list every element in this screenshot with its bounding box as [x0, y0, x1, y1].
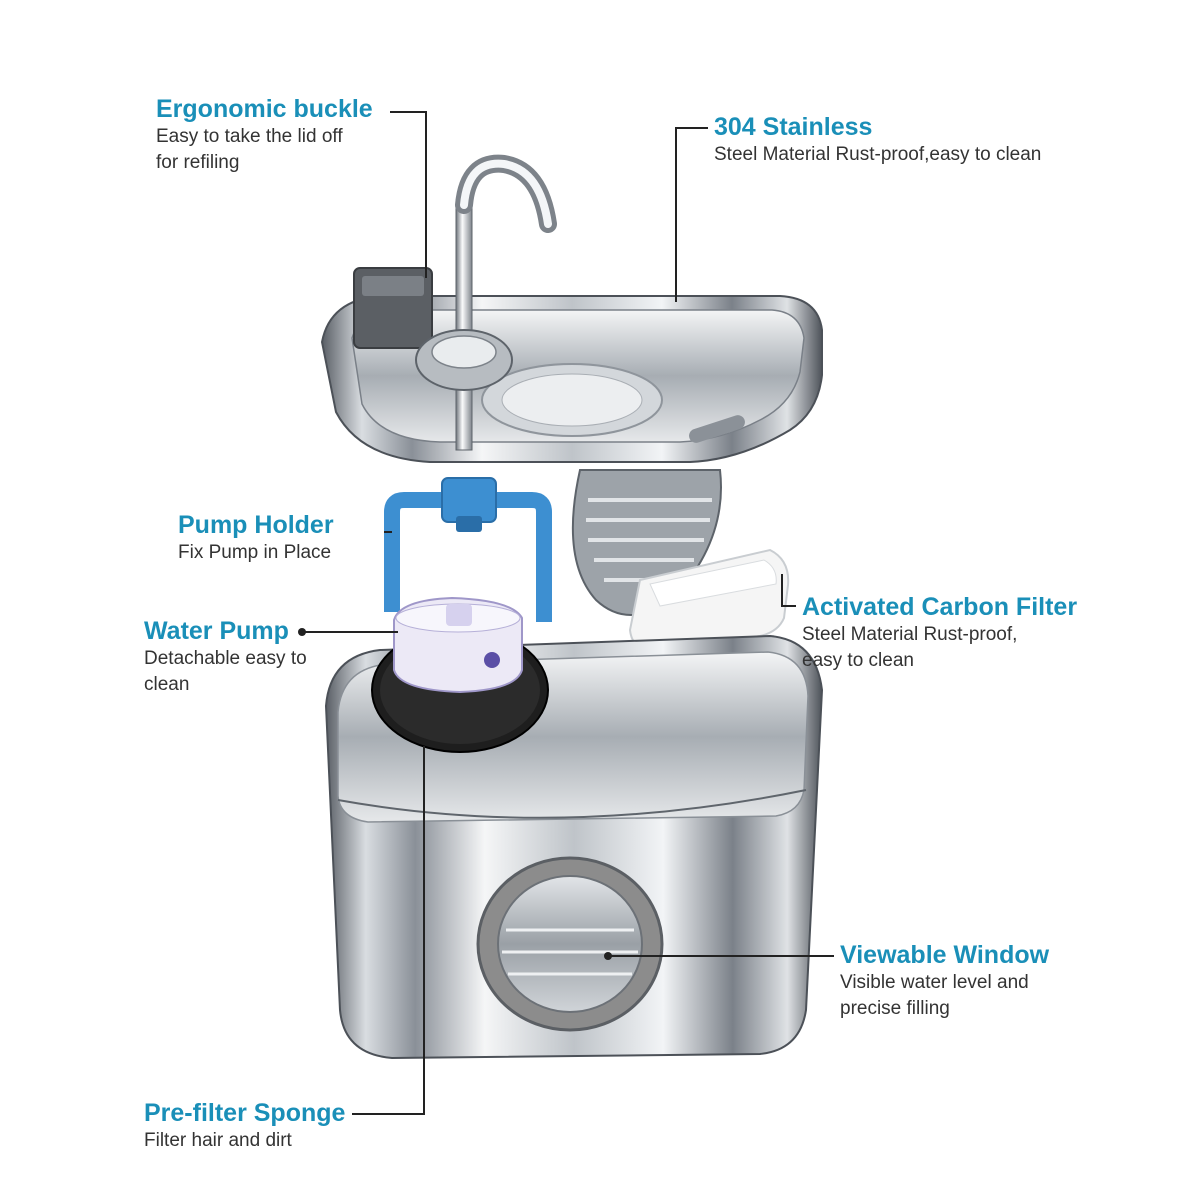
leader-dots: [298, 628, 612, 960]
callout-desc-line: clean: [144, 674, 190, 695]
callout-stainless: 304 Stainless Steel Material Rust-proof,…: [714, 112, 1041, 168]
callout-title: Ergonomic buckle: [156, 95, 373, 123]
callout-desc-line: Visible water level and: [840, 972, 1029, 993]
leader-ergonomic-buckle: [390, 111, 427, 278]
callout-carbon-filter: Activated Carbon Filter Steel Material R…: [802, 592, 1077, 674]
callout-desc-line: easy to clean: [802, 650, 914, 671]
callout-title: 304 Stainless: [714, 113, 873, 141]
viewable-window: [476, 856, 664, 1032]
callout-ergonomic-buckle: Ergonomic buckle Easy to take the lid of…: [156, 94, 373, 176]
ergonomic-buckle: [353, 267, 433, 349]
callout-title: Water Pump: [144, 617, 289, 645]
callout-desc-line: Fix Pump in Place: [178, 542, 332, 563]
filter-icon: [628, 548, 790, 654]
callout-desc-line: Steel Material Rust-proof,easy to clean: [714, 144, 1042, 165]
callout-prefilter-sponge: Pre-filter Sponge Filter hair and dirt: [144, 1098, 345, 1154]
pump-icon: [371, 596, 549, 753]
callout-title: Activated Carbon Filter: [802, 593, 1078, 621]
leader-prefilter-sponge: [352, 746, 425, 1115]
callout-desc-line: precise filling: [840, 998, 950, 1019]
callout-desc-line: for refiling: [156, 152, 240, 173]
callout-desc-line: Steel Material Rust-proof,: [802, 624, 1018, 645]
callout-pump-holder: Pump Holder Fix Pump in Place: [178, 510, 334, 566]
leader-stainless: [675, 127, 708, 302]
callout-title: Viewable Window: [840, 941, 1050, 969]
callout-desc-line: Easy to take the lid off: [156, 126, 343, 147]
leader-carbon-filter: [781, 574, 796, 607]
callout-viewable-window: Viewable Window Visible water level and …: [840, 940, 1049, 1022]
callout-title: Pre-filter Sponge: [144, 1099, 346, 1127]
faucet-icon: [415, 154, 557, 451]
callout-desc-line: Filter hair and dirt: [144, 1130, 292, 1151]
pump-holder: [384, 477, 552, 622]
callout-title: Pump Holder: [178, 511, 334, 539]
callout-desc-line: Detachable easy to: [144, 648, 307, 669]
callout-water-pump: Water Pump Detachable easy to clean: [144, 616, 307, 698]
leader-lines: [302, 111, 834, 1115]
